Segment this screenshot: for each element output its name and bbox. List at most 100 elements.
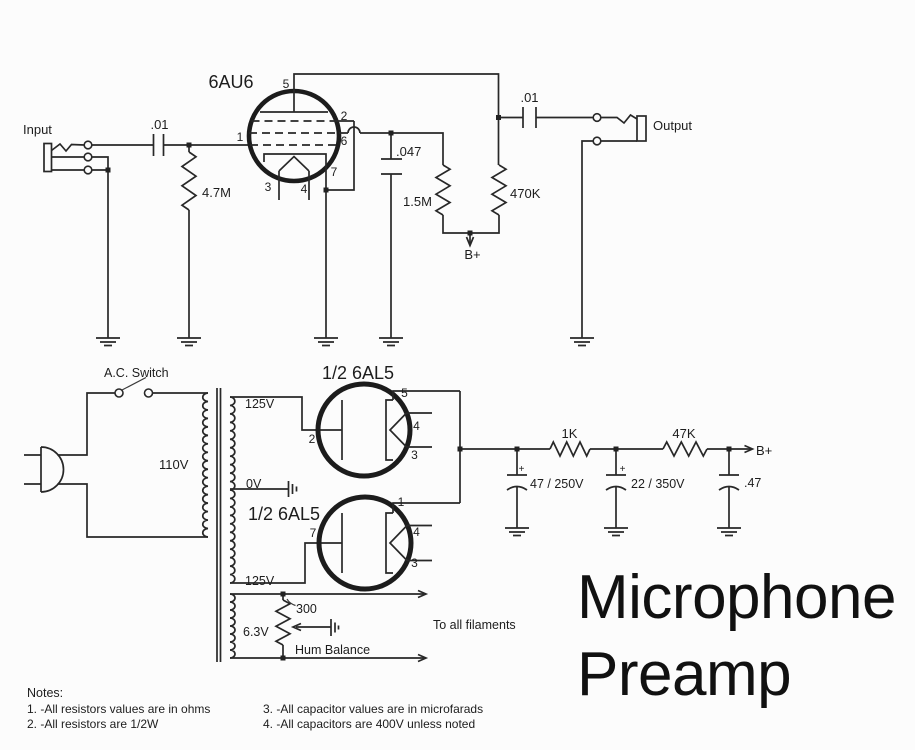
filter-network: 1K 47K B+ + 47 / 250V + 22 / 350V .47 bbox=[459, 391, 772, 537]
junction bbox=[457, 446, 463, 452]
junction bbox=[726, 446, 732, 452]
ground-icon bbox=[717, 527, 741, 537]
junction bbox=[613, 446, 619, 452]
pin-1-label: 1 bbox=[237, 130, 244, 144]
jack-terminal bbox=[592, 136, 602, 146]
jack-ground-wire bbox=[92, 156, 109, 338]
electrolytic-cap bbox=[506, 449, 528, 528]
junction bbox=[388, 130, 394, 136]
input-jack: Input bbox=[23, 122, 109, 338]
ground-icon bbox=[330, 619, 340, 636]
power-transformer: 110V 125V 0V 125V bbox=[159, 388, 342, 662]
hv-secondary-winding bbox=[229, 396, 236, 584]
filament-winding: 6.3V To all filaments bbox=[229, 589, 516, 663]
pin-4-label: 4 bbox=[413, 419, 420, 433]
capacitor-symbol bbox=[152, 134, 165, 156]
pin-2-label: 2 bbox=[309, 432, 316, 446]
filament-coil bbox=[229, 593, 236, 659]
ground-icon bbox=[505, 527, 529, 537]
pin-1-label: 1 bbox=[398, 495, 405, 509]
electrolytic-cap bbox=[605, 449, 627, 528]
pin-stubs bbox=[336, 120, 354, 134]
bplus-label: B+ bbox=[464, 247, 480, 262]
ground-icon bbox=[314, 337, 338, 347]
resistor-symbol bbox=[549, 440, 591, 458]
ground-icon bbox=[604, 527, 628, 537]
plug-body bbox=[40, 446, 65, 493]
tube2-designator: 1/2 6AL5 bbox=[322, 363, 394, 383]
output-coupling-cap: .01 bbox=[498, 90, 594, 128]
screen-bypass-cap: .047 bbox=[381, 133, 421, 338]
film-cap bbox=[718, 449, 740, 528]
ac-switch: A.C. Switch bbox=[104, 366, 208, 398]
resistor-symbol bbox=[180, 151, 198, 211]
filter-r1-value: 1K bbox=[562, 426, 578, 441]
input-coupling-cap: .01 bbox=[91, 117, 250, 156]
switch-contact bbox=[143, 388, 154, 398]
center-tap-label: 0V bbox=[246, 477, 262, 491]
ground-symbols-top bbox=[96, 337, 594, 347]
schematic-title-line2: Preamp bbox=[577, 640, 791, 709]
screen-resistor: 1.5M bbox=[403, 164, 500, 234]
primary-voltage-label: 110V bbox=[159, 457, 189, 472]
pin-7-label: 7 bbox=[331, 165, 338, 179]
ac-plug bbox=[24, 392, 208, 538]
heater-element bbox=[388, 524, 432, 562]
resistor-symbol bbox=[434, 164, 452, 216]
jack-contacts bbox=[51, 156, 85, 171]
junction bbox=[467, 230, 473, 236]
jack-body bbox=[636, 115, 647, 142]
hv-bottom-wire bbox=[230, 542, 342, 584]
filter-c3-value: .47 bbox=[744, 476, 761, 490]
tube3-designator: 1/2 6AL5 bbox=[248, 504, 320, 524]
polarity-plus: + bbox=[519, 464, 525, 475]
note-line: 3. -All capacitor values are in microfar… bbox=[263, 702, 483, 716]
filament-voltage-label: 6.3V bbox=[243, 625, 269, 639]
pin-6-label: 6 bbox=[341, 134, 348, 148]
screen-cap-value: .047 bbox=[396, 144, 421, 159]
hum-pot-value: 300 bbox=[296, 602, 317, 616]
tube-6au6: 6AU6 1 5 2 6 7 3 4 bbox=[208, 72, 500, 338]
primary-winding bbox=[201, 392, 209, 538]
screen-wire bbox=[360, 132, 444, 165]
pin-3-label: 3 bbox=[411, 448, 418, 462]
grid-elements bbox=[249, 120, 339, 146]
resistor-symbol bbox=[662, 440, 708, 458]
jack-tip-spring bbox=[50, 142, 85, 153]
pin-4-label: 4 bbox=[301, 182, 308, 196]
polarity-plus: + bbox=[620, 464, 626, 475]
arrow-right-icon bbox=[417, 589, 429, 663]
plate-element bbox=[385, 512, 393, 574]
junction bbox=[496, 115, 501, 120]
capacitor-symbol bbox=[522, 107, 537, 128]
arrow-right-icon bbox=[744, 444, 755, 454]
wire bbox=[442, 215, 500, 234]
plate-wire bbox=[392, 502, 460, 513]
hum-balance-pot: 300 Hum Balance bbox=[274, 594, 370, 658]
filament-note-label: To all filaments bbox=[433, 618, 516, 632]
output-cap-value: .01 bbox=[520, 90, 538, 105]
pin-5-label: 5 bbox=[283, 77, 290, 91]
filter-c1-value: 47 / 250V bbox=[530, 477, 584, 491]
note-line: 2. -All resistors are 1/2W bbox=[27, 717, 159, 731]
rectifier-top: 1/2 6AL5 2 5 4 3 bbox=[309, 363, 460, 479]
ground-icon bbox=[287, 481, 298, 497]
input-label: Input bbox=[23, 122, 52, 137]
wire bbox=[57, 392, 208, 538]
junction-dots bbox=[105, 115, 732, 661]
pin-7-label: 7 bbox=[310, 526, 317, 540]
resistor-symbol bbox=[490, 164, 508, 216]
plug-prongs bbox=[24, 454, 41, 485]
schematic-title-line1: Microphone bbox=[577, 563, 896, 632]
bplus-feed: B+ bbox=[464, 233, 481, 262]
pin-3-label: 3 bbox=[411, 556, 418, 570]
cathode-element bbox=[263, 153, 327, 338]
arrow-left-icon bbox=[290, 622, 302, 632]
title-block: Microphone Preamp bbox=[577, 563, 896, 709]
filter-r2-value: 47K bbox=[672, 426, 695, 441]
jack-terminal bbox=[83, 165, 93, 175]
output-label: Output bbox=[653, 118, 692, 133]
jack-body bbox=[43, 142, 53, 173]
ground-icon bbox=[96, 337, 120, 347]
